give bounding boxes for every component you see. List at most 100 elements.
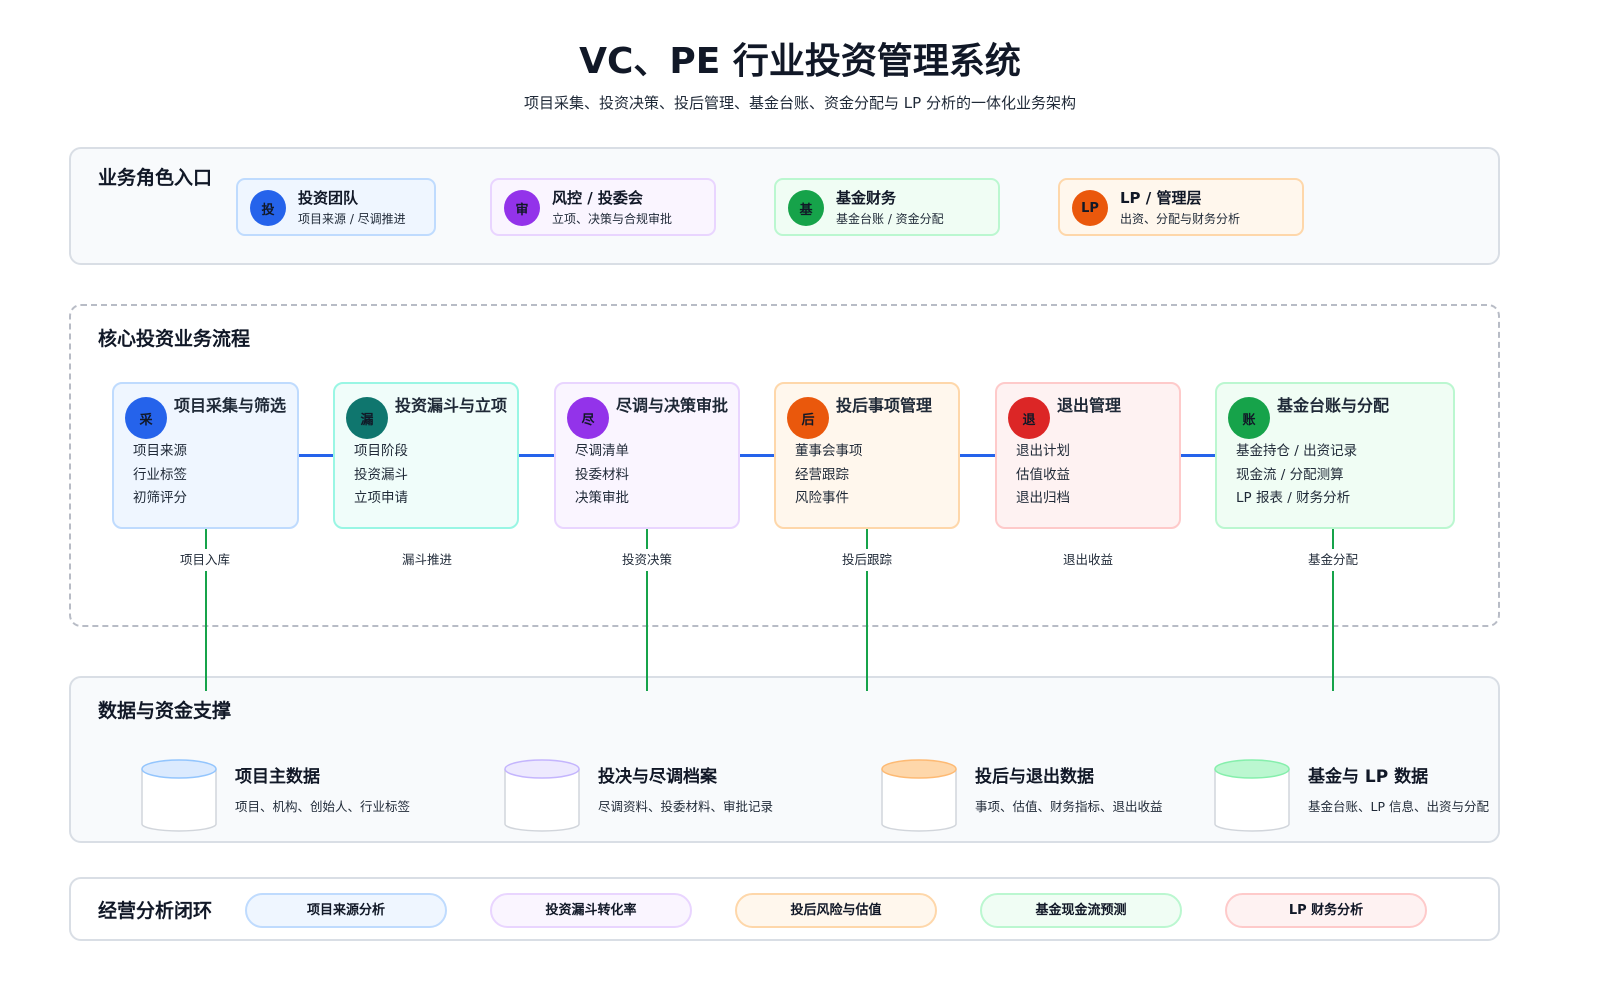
data-link-line bbox=[205, 529, 207, 549]
data-link-line bbox=[205, 571, 207, 691]
stage-item: 经营跟踪 bbox=[795, 466, 849, 483]
stage-title: 投资漏斗与立项 bbox=[395, 396, 508, 415]
stage-item-list: 项目来源 行业标签 初筛评分 bbox=[133, 440, 187, 511]
data-store-desc: 尽调资料、投委材料、审批记录 bbox=[598, 799, 774, 814]
stage-title: 投后事项管理 bbox=[836, 396, 933, 415]
flow-label: 基金分配 bbox=[1307, 552, 1359, 567]
role-name: LP / 管理层 bbox=[1120, 189, 1202, 207]
role-card-fund-finance[interactable]: 基 基金财务 基金台账 / 资金分配 bbox=[774, 178, 1000, 236]
stage-item-list: 退出计划 估值收益 退出归档 bbox=[1016, 440, 1070, 511]
stage-item-list: 项目阶段 投资漏斗 立项申请 bbox=[354, 440, 408, 511]
role-card-lp-management[interactable]: LP LP / 管理层 出资、分配与财务分析 bbox=[1058, 178, 1304, 236]
stage-item: 决策审批 bbox=[575, 490, 629, 506]
role-desc: 基金台账 / 资金分配 bbox=[836, 212, 944, 226]
stage-card-sourcing[interactable]: 采 项目采集与筛选 项目来源 行业标签 初筛评分 bbox=[112, 382, 299, 529]
stage-badge-icon: 后 bbox=[787, 397, 829, 439]
stage-item: 现金流 / 分配测算 bbox=[1236, 466, 1344, 483]
flow-connector bbox=[1181, 454, 1215, 457]
analytics-pill-funnel[interactable]: 投资漏斗转化率 bbox=[490, 893, 692, 928]
data-link-line bbox=[646, 571, 648, 691]
role-card-risk-committee[interactable]: 审 风控 / 投委会 立项、决策与合规审批 bbox=[490, 178, 716, 236]
flow-label: 漏斗推进 bbox=[401, 552, 453, 567]
analytics-pill-risk[interactable]: 投后风险与估值 bbox=[735, 893, 937, 928]
stage-card-exit[interactable]: 退 退出管理 退出计划 估值收益 退出归档 bbox=[995, 382, 1181, 529]
stage-title: 退出管理 bbox=[1057, 396, 1122, 415]
data-link-line bbox=[1332, 571, 1334, 691]
stage-card-due-diligence[interactable]: 尽 尽调与决策审批 尽调清单 投委材料 决策审批 bbox=[554, 382, 740, 529]
stage-badge-icon: 采 bbox=[125, 397, 167, 439]
data-link-line bbox=[866, 571, 868, 691]
database-icon bbox=[1214, 759, 1290, 832]
flow-label: 项目入库 bbox=[179, 552, 231, 567]
stage-item: 立项申请 bbox=[354, 490, 408, 506]
analytics-pill-cashflow[interactable]: 基金现金流预测 bbox=[980, 893, 1182, 928]
stage-badge-icon: 尽 bbox=[567, 397, 609, 439]
flow-label: 投后跟踪 bbox=[841, 552, 893, 567]
page-title: VC、PE 行业投资管理系统 bbox=[579, 41, 1021, 82]
stage-item: 退出归档 bbox=[1016, 490, 1070, 506]
stage-badge-icon: 退 bbox=[1008, 397, 1050, 439]
analytics-section-label: 经营分析闭环 bbox=[98, 900, 213, 922]
stage-item: 风险事件 bbox=[795, 490, 849, 506]
stage-title: 基金台账与分配 bbox=[1277, 396, 1390, 415]
database-icon bbox=[881, 759, 957, 832]
stage-item: 董事会事项 bbox=[795, 443, 863, 459]
stage-item: 基金持仓 / 出资记录 bbox=[1236, 443, 1358, 459]
flow-label: 投资决策 bbox=[621, 552, 673, 567]
stage-item: 初筛评分 bbox=[133, 490, 187, 506]
data-link-line bbox=[866, 529, 868, 549]
flow-connector bbox=[960, 454, 995, 457]
stage-item-list: 董事会事项 经营跟踪 风险事件 bbox=[795, 440, 863, 511]
stage-item: 尽调清单 bbox=[575, 443, 629, 459]
stage-item-list: 尽调清单 投委材料 决策审批 bbox=[575, 440, 629, 511]
stage-item: 项目阶段 bbox=[354, 443, 408, 459]
stage-title: 项目采集与筛选 bbox=[174, 396, 287, 415]
data-store-desc: 基金台账、LP 信息、出资与分配 bbox=[1308, 799, 1489, 814]
stage-card-fund-ledger[interactable]: 账 基金台账与分配 基金持仓 / 出资记录 现金流 / 分配测算 LP 报表 /… bbox=[1215, 382, 1455, 529]
stage-item: 估值收益 bbox=[1016, 466, 1070, 483]
stage-item: 项目来源 bbox=[133, 443, 187, 459]
role-desc: 项目来源 / 尽调推进 bbox=[298, 212, 406, 226]
data-store-desc: 事项、估值、财务指标、退出收益 bbox=[975, 799, 1163, 814]
page-subtitle: 项目采集、投资决策、投后管理、基金台账、资金分配与 LP 分析的一体化业务架构 bbox=[524, 94, 1076, 112]
data-store-name: 投决与尽调档案 bbox=[598, 767, 717, 787]
flow-connector bbox=[740, 454, 774, 457]
analytics-pill-source[interactable]: 项目来源分析 bbox=[245, 893, 447, 928]
stage-card-post-investment[interactable]: 后 投后事项管理 董事会事项 经营跟踪 风险事件 bbox=[774, 382, 960, 529]
role-desc: 出资、分配与财务分析 bbox=[1120, 212, 1241, 226]
role-name: 风控 / 投委会 bbox=[552, 189, 643, 207]
stage-badge-icon: 漏 bbox=[346, 397, 388, 439]
stage-badge-icon: 账 bbox=[1228, 397, 1270, 439]
role-badge-icon: LP bbox=[1072, 190, 1108, 226]
roles-section-label: 业务角色入口 bbox=[98, 167, 213, 189]
role-desc: 立项、决策与合规审批 bbox=[552, 212, 673, 226]
role-card-investment-team[interactable]: 投 投资团队 项目来源 / 尽调推进 bbox=[236, 178, 436, 236]
stage-item: LP 报表 / 财务分析 bbox=[1236, 490, 1351, 506]
flow-label: 退出收益 bbox=[1062, 552, 1114, 567]
data-store-name: 项目主数据 bbox=[235, 767, 320, 787]
stage-item: 退出计划 bbox=[1016, 443, 1070, 459]
flow-connector bbox=[519, 454, 554, 457]
database-icon bbox=[141, 759, 217, 832]
flow-connector bbox=[299, 454, 333, 457]
process-section-label: 核心投资业务流程 bbox=[98, 328, 251, 350]
stage-card-funnel[interactable]: 漏 投资漏斗与立项 项目阶段 投资漏斗 立项申请 bbox=[333, 382, 519, 529]
data-link-line bbox=[1332, 529, 1334, 549]
role-badge-icon: 审 bbox=[504, 190, 540, 226]
stage-item: 行业标签 bbox=[133, 466, 187, 483]
role-name: 基金财务 bbox=[836, 189, 897, 207]
stage-item: 投委材料 bbox=[575, 466, 629, 483]
analytics-pill-lp-finance[interactable]: LP 财务分析 bbox=[1225, 893, 1427, 928]
data-link-line bbox=[646, 529, 648, 549]
role-name: 投资团队 bbox=[298, 189, 359, 207]
data-store-name: 投后与退出数据 bbox=[975, 767, 1094, 787]
stage-title: 尽调与决策审批 bbox=[616, 396, 729, 415]
stage-item-list: 基金持仓 / 出资记录 现金流 / 分配测算 LP 报表 / 财务分析 bbox=[1236, 440, 1357, 511]
data-store-desc: 项目、机构、创始人、行业标签 bbox=[235, 799, 411, 814]
stage-item: 投资漏斗 bbox=[354, 466, 408, 483]
role-badge-icon: 基 bbox=[788, 190, 824, 226]
data-section-label: 数据与资金支撑 bbox=[98, 700, 232, 722]
database-icon bbox=[504, 759, 580, 832]
role-badge-icon: 投 bbox=[250, 190, 286, 226]
data-store-name: 基金与 LP 数据 bbox=[1308, 767, 1429, 787]
